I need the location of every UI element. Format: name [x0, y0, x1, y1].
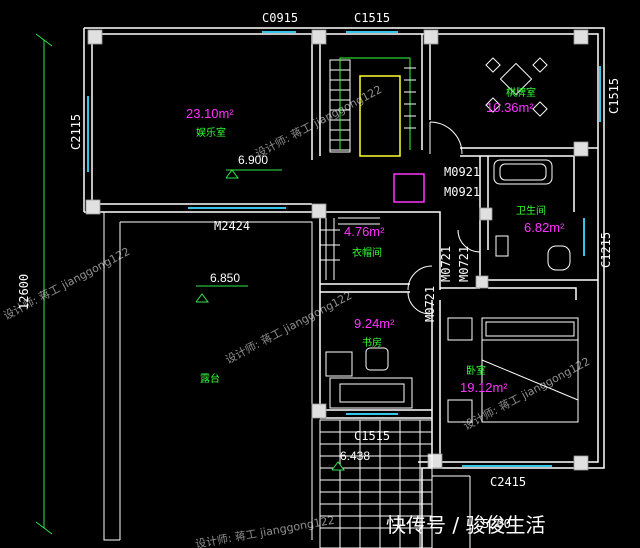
interior-walls [311, 34, 598, 462]
brand-watermark: 快传号 / 骏俊生活 [386, 513, 545, 537]
window-label-c1215: C1215 [599, 232, 613, 268]
columns [85, 29, 589, 471]
window-label-c1515-top: C1515 [354, 11, 390, 25]
closet-area: 4.76m² [344, 224, 385, 239]
doors [407, 121, 481, 315]
window-label-c1515-bottom: C1515 [354, 429, 390, 443]
closet-name: 衣帽间 [352, 246, 382, 259]
watermark-top: 设计师: 蒋工 jianggong122 [253, 83, 384, 161]
bathroom-name: 卫生间 [516, 204, 546, 217]
elevation-terrace: 6.850 [210, 271, 240, 285]
chess-table [485, 57, 548, 117]
appliance-box [393, 173, 425, 203]
window-label-c2415: C2415 [490, 475, 526, 489]
chess-area: 10.36m² [486, 100, 534, 115]
study-desk [325, 347, 413, 409]
elevation-markers [195, 169, 345, 471]
entertainment-name: 娱乐室 [196, 126, 226, 139]
door-label-m0721-b: M0721 [439, 246, 453, 282]
watermark-bottom: 设计师: 蒋工 jianggong122 [194, 514, 335, 548]
window-label-c1515-right: C1515 [607, 78, 621, 114]
door-label-m0721-a: M0721 [457, 246, 471, 282]
door-label-m0721-c: M0721 [423, 286, 437, 322]
bed [447, 317, 579, 423]
watermark-center: 设计师: 蒋工 jianggong122 [223, 289, 354, 367]
chess-name: 棋牌室 [506, 86, 536, 99]
entertainment-area: 23.10m² [186, 106, 234, 121]
door-label-m0921-b: M0921 [444, 185, 480, 199]
bedroom-area: 19.12m² [460, 380, 508, 395]
elevation-entertainment: 6.900 [238, 153, 268, 167]
staircase [329, 57, 416, 157]
study-area: 9.24m² [354, 316, 395, 331]
bedroom-name: 卧室 [466, 364, 486, 377]
door-label-m2424: M2424 [214, 219, 250, 233]
closet-rack [320, 217, 380, 280]
outer-walls [83, 27, 605, 548]
dimension-total-label: 12600 [17, 274, 31, 310]
windows [87, 31, 601, 467]
window-label-c0915: C0915 [262, 11, 298, 25]
dimension-vertical [35, 33, 53, 535]
bath-fixtures [493, 159, 571, 271]
dimension-bottom-label: 5200 [482, 517, 511, 531]
terrace-name: 露台 [200, 372, 220, 385]
door-label-m0921-a: M0921 [444, 165, 480, 179]
window-label-c2115: C2115 [69, 114, 83, 150]
elevation-stair: 6.438 [340, 449, 370, 463]
bathroom-area: 6.82m² [524, 220, 565, 235]
study-name: 书房 [362, 336, 382, 349]
